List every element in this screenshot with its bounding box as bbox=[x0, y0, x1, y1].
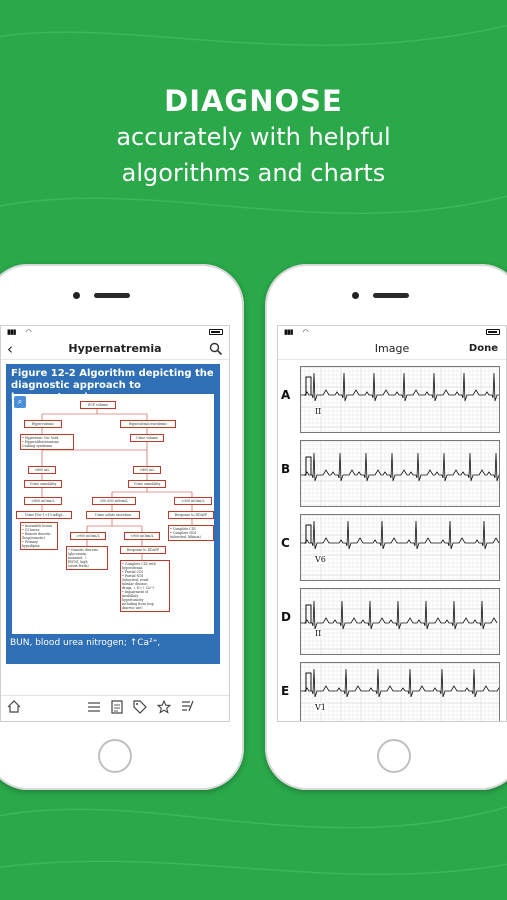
ecg-strip-a: A II bbox=[278, 366, 506, 436]
flow-node-solute-excretion: Urine solute excretion bbox=[86, 511, 140, 519]
headline-title: DIAGNOSE bbox=[164, 84, 343, 118]
ecg-strip-c: C V6 bbox=[278, 514, 502, 584]
ecg-tracing: V6 bbox=[300, 514, 500, 581]
star-icon[interactable] bbox=[156, 699, 172, 718]
home-button[interactable] bbox=[377, 739, 411, 773]
flow-node-partial: • Complete CDI with hypovolemia • Partia… bbox=[120, 560, 170, 612]
home-icon[interactable] bbox=[7, 700, 21, 717]
ecg-strip-b: B bbox=[278, 440, 506, 510]
ecg-lead-label: V6 bbox=[315, 555, 326, 564]
flow-node-cdi: • Complete CDI • Complete NDI (inherited… bbox=[168, 525, 214, 541]
search-icon[interactable] bbox=[209, 341, 223, 360]
flow-node-hypervolemic: Hypervolemic bbox=[24, 420, 62, 428]
signal-icon: ▮▮▮ bbox=[7, 328, 17, 336]
signal-icon: ▮▮▮ bbox=[284, 328, 294, 336]
nav-title: Hypernatremia bbox=[68, 342, 162, 355]
headline: DIAGNOSE accurately with helpful algorit… bbox=[0, 84, 507, 190]
flow-node-urine-osm-1: Urine osmolality bbox=[24, 480, 62, 488]
status-bar: ▮▮▮ ◠ bbox=[1, 326, 229, 338]
wifi-icon: ◠ bbox=[302, 328, 309, 336]
ecg-tracing: II bbox=[300, 588, 500, 655]
flow-node-gt900: >900 mOsm/L bbox=[70, 532, 106, 540]
ecg-strip-label: B bbox=[281, 462, 291, 476]
flow-node-ddavp-2: Response to DDAVP bbox=[120, 546, 166, 554]
figure-caption: BUN, blood urea nitrogen; ↑Ca²⁺, bbox=[10, 638, 161, 648]
ecg-strip-label: E bbox=[281, 684, 290, 698]
status-bar: ▮▮▮ ◠ bbox=[278, 326, 506, 338]
ecg-strip-label: C bbox=[281, 536, 290, 550]
flow-node-gt800mosm: >800 mOsm/L bbox=[24, 497, 62, 505]
flow-node-hypovolemic: Hypovolemic/euvolemic bbox=[120, 420, 176, 428]
earpiece-speaker bbox=[373, 293, 409, 298]
nav-title: Image bbox=[374, 342, 410, 355]
ecg-tracing: II bbox=[300, 366, 506, 433]
nav-bar: ‹ Hypernatremia bbox=[1, 338, 229, 360]
ecg-lead-label: II bbox=[315, 629, 322, 638]
ecg-strip-label: A bbox=[281, 388, 291, 402]
flow-node-ecf: ECF volume bbox=[80, 401, 116, 409]
flow-node-osmotic: • Osmotic diuresis (glycosuria, mannitol… bbox=[66, 546, 108, 570]
wifi-icon: ◠ bbox=[25, 328, 32, 336]
figure-panel[interactable]: Figure 12-2 Algorithm depicting the diag… bbox=[6, 364, 220, 664]
flow-node-gt800ml: >800 mL bbox=[133, 466, 161, 474]
flow-node-losses: • Insensible losses • GI losses • Remote… bbox=[20, 522, 58, 550]
document-icon[interactable] bbox=[111, 699, 123, 718]
figure-algorithm[interactable]: ⌕ bbox=[12, 394, 214, 634]
flow-node-urine-osm-2: Urine osmolality bbox=[128, 480, 166, 488]
battery-icon bbox=[209, 329, 223, 335]
screen-left: ▮▮▮ ◠ ‹ Hypernatremia Figure 12-2 Algori… bbox=[0, 325, 230, 722]
flow-node-lt300mosm: <300 mOsm/L bbox=[174, 497, 212, 505]
flow-node-ddavp-1: Response to DDAVP bbox=[168, 511, 214, 519]
ecg-lead-label: II bbox=[315, 407, 322, 416]
tag-icon[interactable] bbox=[133, 699, 147, 718]
headline-subtitle-2: algorithms and charts bbox=[121, 159, 386, 187]
flow-node-urine-na: Urine [Na⁺] <10 mEq/L bbox=[16, 511, 72, 519]
notes-icon[interactable] bbox=[181, 700, 195, 717]
home-button[interactable] bbox=[98, 739, 132, 773]
flow-node-300-800mosm: 300–800 mOsm/L bbox=[92, 497, 136, 505]
ecg-strip-e: E V1 bbox=[278, 662, 506, 721]
phone-left: ▮▮▮ ◠ ‹ Hypernatremia Figure 12-2 Algori… bbox=[0, 264, 244, 790]
front-camera bbox=[73, 292, 80, 299]
done-button[interactable]: Done bbox=[468, 343, 498, 354]
zoom-icon[interactable]: ⌕ bbox=[14, 396, 26, 408]
headline-subtitle-1: accurately with helpful bbox=[116, 123, 391, 151]
chevron-left-icon[interactable]: ‹ bbox=[7, 340, 13, 358]
ecg-strip-label: D bbox=[281, 610, 291, 624]
flow-connectors bbox=[41, 409, 193, 560]
front-camera bbox=[352, 292, 359, 299]
ecg-tracing: V1 bbox=[300, 662, 506, 721]
ecg-strip-d: D II bbox=[278, 588, 502, 658]
flow-node-urine-volume: Urine volume bbox=[130, 434, 164, 442]
flow-node-hypervolemic-causes: • Hypertonic Na⁺ load • Hyperaldosteroni… bbox=[20, 434, 74, 450]
ecg-lead-label: V1 bbox=[315, 703, 326, 712]
earpiece-speaker bbox=[94, 293, 130, 298]
nav-bar: Image Done bbox=[278, 338, 506, 360]
flow-node-lt900: <900 mOsm/L bbox=[124, 532, 160, 540]
list-icon[interactable] bbox=[87, 701, 101, 717]
flow-node-lt800ml: <800 mL bbox=[28, 466, 56, 474]
bottom-toolbar bbox=[1, 695, 229, 721]
battery-icon bbox=[486, 329, 500, 335]
ecg-tracing bbox=[300, 440, 506, 507]
